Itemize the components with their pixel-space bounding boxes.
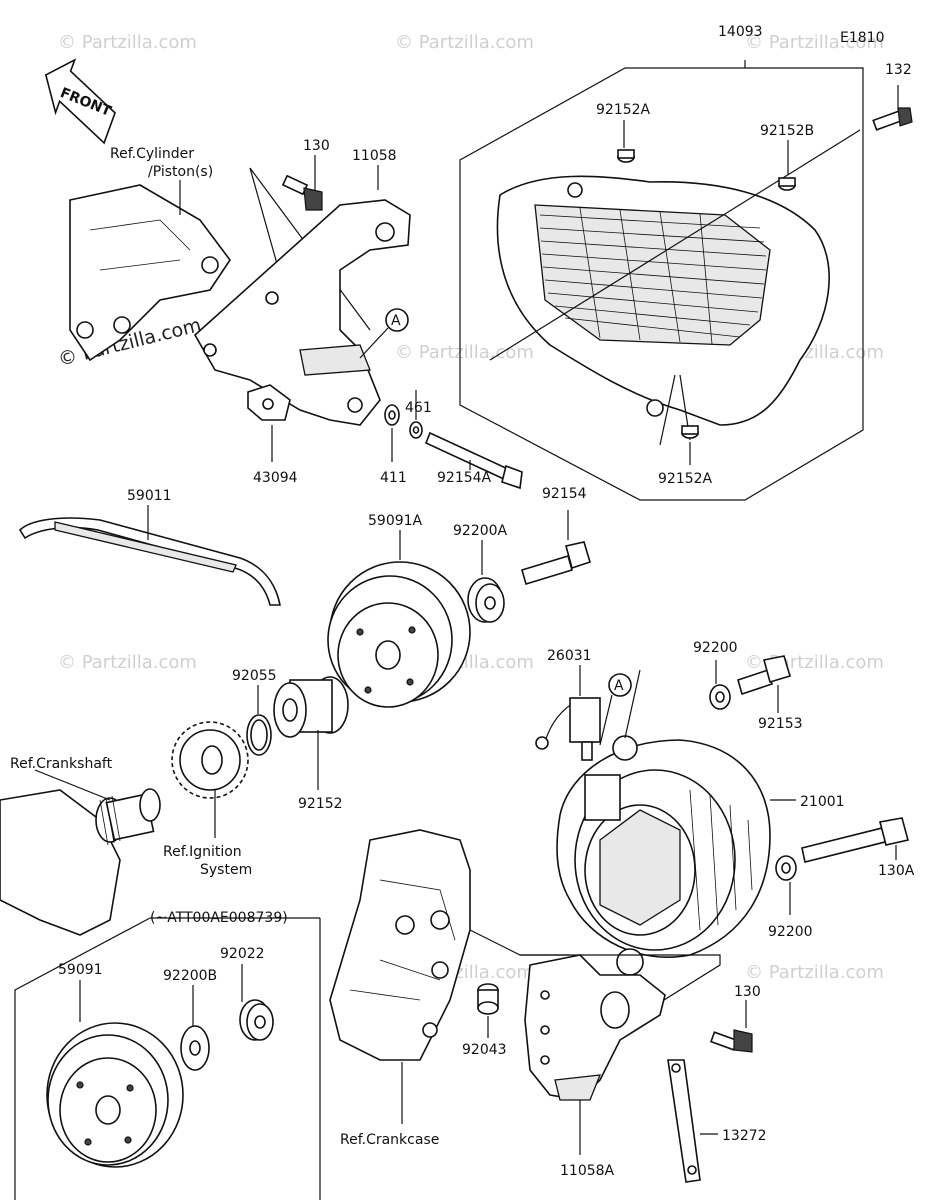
part-11058: 11058 [352, 148, 397, 164]
part-21001: 21001 [800, 794, 845, 810]
part-92055: 92055 [232, 668, 277, 684]
bolt-132 [872, 107, 913, 131]
part-26031: 26031 [547, 648, 592, 664]
ref-cylinder: Ref.Cylinder [110, 146, 194, 162]
ref-crankshaft: Ref.Crankshaft [10, 756, 113, 772]
part-92043: 92043 [462, 1042, 507, 1058]
dowel-92043 [477, 983, 499, 1015]
watermark: © Partzilla.com [58, 652, 197, 673]
ref-crankcase: Ref.Crankcase [340, 1132, 439, 1148]
nut-43094 [247, 384, 291, 421]
connector-26031 [535, 697, 601, 761]
front-arrow-icon: FRONT [44, 58, 116, 145]
bracket-11058A [524, 954, 666, 1101]
callout-a: A [391, 313, 401, 329]
part-92200B: 92200B [163, 968, 217, 984]
spacer-92152B [778, 177, 796, 191]
pulley-59091 [46, 1022, 184, 1168]
part-11058A: 11058A [560, 1163, 615, 1179]
bolt-92154 [521, 541, 591, 586]
part-130-top: 130 [303, 138, 330, 154]
bolt-130-top [281, 174, 323, 211]
crankcase-ref [329, 829, 471, 1061]
radiator-cover [496, 175, 830, 426]
serial-inset-box [14, 917, 321, 1200]
part-92154: 92154 [542, 486, 587, 502]
part-43094: 43094 [253, 470, 298, 486]
part-59091: 59091 [58, 962, 103, 978]
ref-ignition: Ref.Ignition [163, 844, 242, 860]
part-92200-bottom: 92200 [768, 924, 813, 940]
callout-a-circle [385, 308, 409, 332]
bolt-130A [801, 817, 909, 863]
alternator-21001 [556, 735, 771, 976]
part-92152B: 92152B [760, 123, 814, 139]
washer-92022 [239, 999, 274, 1041]
part-411: 411 [380, 470, 407, 486]
part-92022: 92022 [220, 946, 265, 962]
part-92152: 92152 [298, 796, 343, 812]
o-ring-92055 [246, 714, 272, 756]
bracket-11058 [193, 199, 411, 426]
part-130A: 130A [878, 863, 915, 879]
cover-grille [539, 207, 767, 345]
washer-92200A [467, 577, 505, 623]
cover-group-frame [459, 60, 864, 501]
part-14093: 14093 [718, 24, 763, 40]
strap-13272 [667, 1059, 701, 1183]
part-92153: 92153 [758, 716, 803, 732]
watermark: © Partzilla.com [745, 962, 884, 983]
callout-a: A [614, 678, 624, 694]
part-130-bottom: 130 [734, 984, 761, 1000]
ref-piston: /Piston(s) [148, 164, 213, 180]
collar-92152 [273, 676, 349, 738]
serial-note: (~ATT00AE008739) [150, 910, 288, 926]
spacer-92152A-top [617, 149, 635, 163]
part-92154A: 92154A [437, 470, 492, 486]
spacer-92152A-bottom [681, 425, 699, 439]
bolt-92154A [424, 431, 523, 490]
bolt-130-bottom [709, 1029, 753, 1053]
part-92152A-top: 92152A [596, 102, 651, 118]
part-461: 461 [405, 400, 432, 416]
washer-92200-top [709, 684, 731, 710]
part-59091A: 59091A [368, 513, 423, 529]
bolt-92153 [737, 655, 791, 696]
part-132: 132 [885, 62, 912, 78]
drive-belt-59011 [18, 517, 281, 606]
part-13272: 13272 [722, 1128, 767, 1144]
part-92200-top: 92200 [693, 640, 738, 656]
washer-411 [384, 404, 400, 426]
watermark: © Partzilla.com [745, 32, 884, 53]
callout-a-circle [608, 673, 632, 697]
part-92152A-bottom: 92152A [658, 471, 713, 487]
washer-92200B [180, 1025, 210, 1071]
watermark: © Partzilla.com [395, 32, 534, 53]
part-92200A: 92200A [453, 523, 508, 539]
watermark: © Partzilla.com [395, 342, 534, 363]
watermark: © Partzilla.com [58, 32, 197, 53]
diagram-id: E1810 [840, 30, 884, 46]
part-59011: 59011 [127, 488, 172, 504]
crankshaft-ref [0, 788, 161, 936]
cylinder-head-ref [69, 184, 231, 362]
washer-461 [409, 421, 423, 439]
washer-92200-bottom [775, 855, 797, 881]
ignition-sprocket [171, 721, 249, 799]
ref-ignition-system: System [200, 862, 252, 878]
pulley-59091A [327, 561, 471, 708]
